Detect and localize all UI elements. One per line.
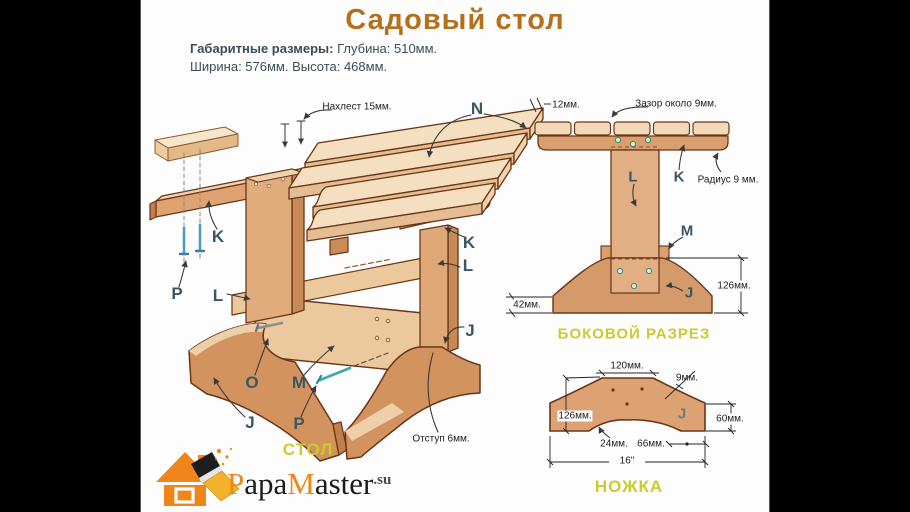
dim-16inch: 16"	[618, 455, 636, 467]
part-label-l-right: L	[462, 256, 474, 275]
dim-24mm: 24мм.	[600, 438, 628, 450]
dim-120mm: 120мм.	[609, 360, 645, 372]
depth-value: Глубина: 510мм.	[333, 41, 438, 56]
dim-12mm: 12мм.	[552, 99, 580, 111]
logo-house-icon	[156, 447, 240, 506]
logo-part-apa: apa	[244, 466, 288, 501]
overall-dimensions-line2: Ширина: 576мм. Высота: 468мм.	[190, 59, 388, 74]
part-label-m: M	[291, 373, 307, 392]
overall-dimensions-line1: Габаритные размеры: Глубина: 510мм.	[190, 41, 437, 56]
overall-dimensions-lead: Габаритные размеры:	[190, 41, 334, 56]
dim-126mm-leg: 126мм.	[557, 410, 593, 422]
dim-42mm: 42мм.	[512, 299, 542, 311]
leg-label-j: J	[677, 405, 687, 423]
letterbox-left	[0, 0, 141, 512]
dim-60mm: 60мм.	[715, 413, 745, 425]
logo-part-aster: aster	[314, 466, 374, 501]
part-label-k-left: K	[211, 227, 225, 246]
part-label-p-bottom: P	[293, 414, 305, 433]
logo-suffix-su: .su	[373, 472, 392, 488]
dim-126mm-section: 126мм.	[716, 280, 752, 292]
logo-letter-p: P	[227, 466, 245, 501]
caption-leg: НОЖКА	[594, 477, 664, 496]
caption-side-section: БОКОВОЙ РАЗРЕЗ	[557, 325, 711, 343]
dim-9mm: 9мм.	[675, 372, 699, 384]
section-label-l: L	[628, 168, 638, 186]
part-label-n: N	[470, 99, 484, 118]
part-label-o: O	[245, 373, 259, 392]
dim-radius-9mm: Радиус 9 мм.	[697, 174, 759, 186]
section-label-m: M	[680, 222, 694, 240]
part-label-p-top: P	[171, 284, 183, 303]
part-label-j-right: J	[465, 321, 475, 340]
page-title: Садовый стол	[345, 4, 565, 36]
part-label-l-left: L	[212, 286, 224, 305]
section-label-k: K	[673, 168, 685, 186]
letterbox-right	[769, 0, 910, 512]
side-section-drawing	[506, 97, 748, 318]
annotation-offset: Отступ 6мм.	[412, 433, 470, 445]
dim-66mm: 66мм.	[637, 438, 665, 450]
section-label-j: J	[684, 284, 694, 302]
main-table-drawing	[149, 107, 544, 462]
logo-letter-m: M	[287, 466, 315, 501]
part-label-j-left: J	[245, 413, 255, 432]
annotation-overlap: Нахлест 15мм.	[322, 101, 392, 113]
part-label-k-right: K	[462, 233, 476, 252]
logo-wordmark: PapaMaster.su	[227, 466, 391, 502]
caption-table: СТОЛ	[282, 440, 334, 459]
dim-gap-9mm: Зазор около 9мм.	[635, 98, 717, 110]
